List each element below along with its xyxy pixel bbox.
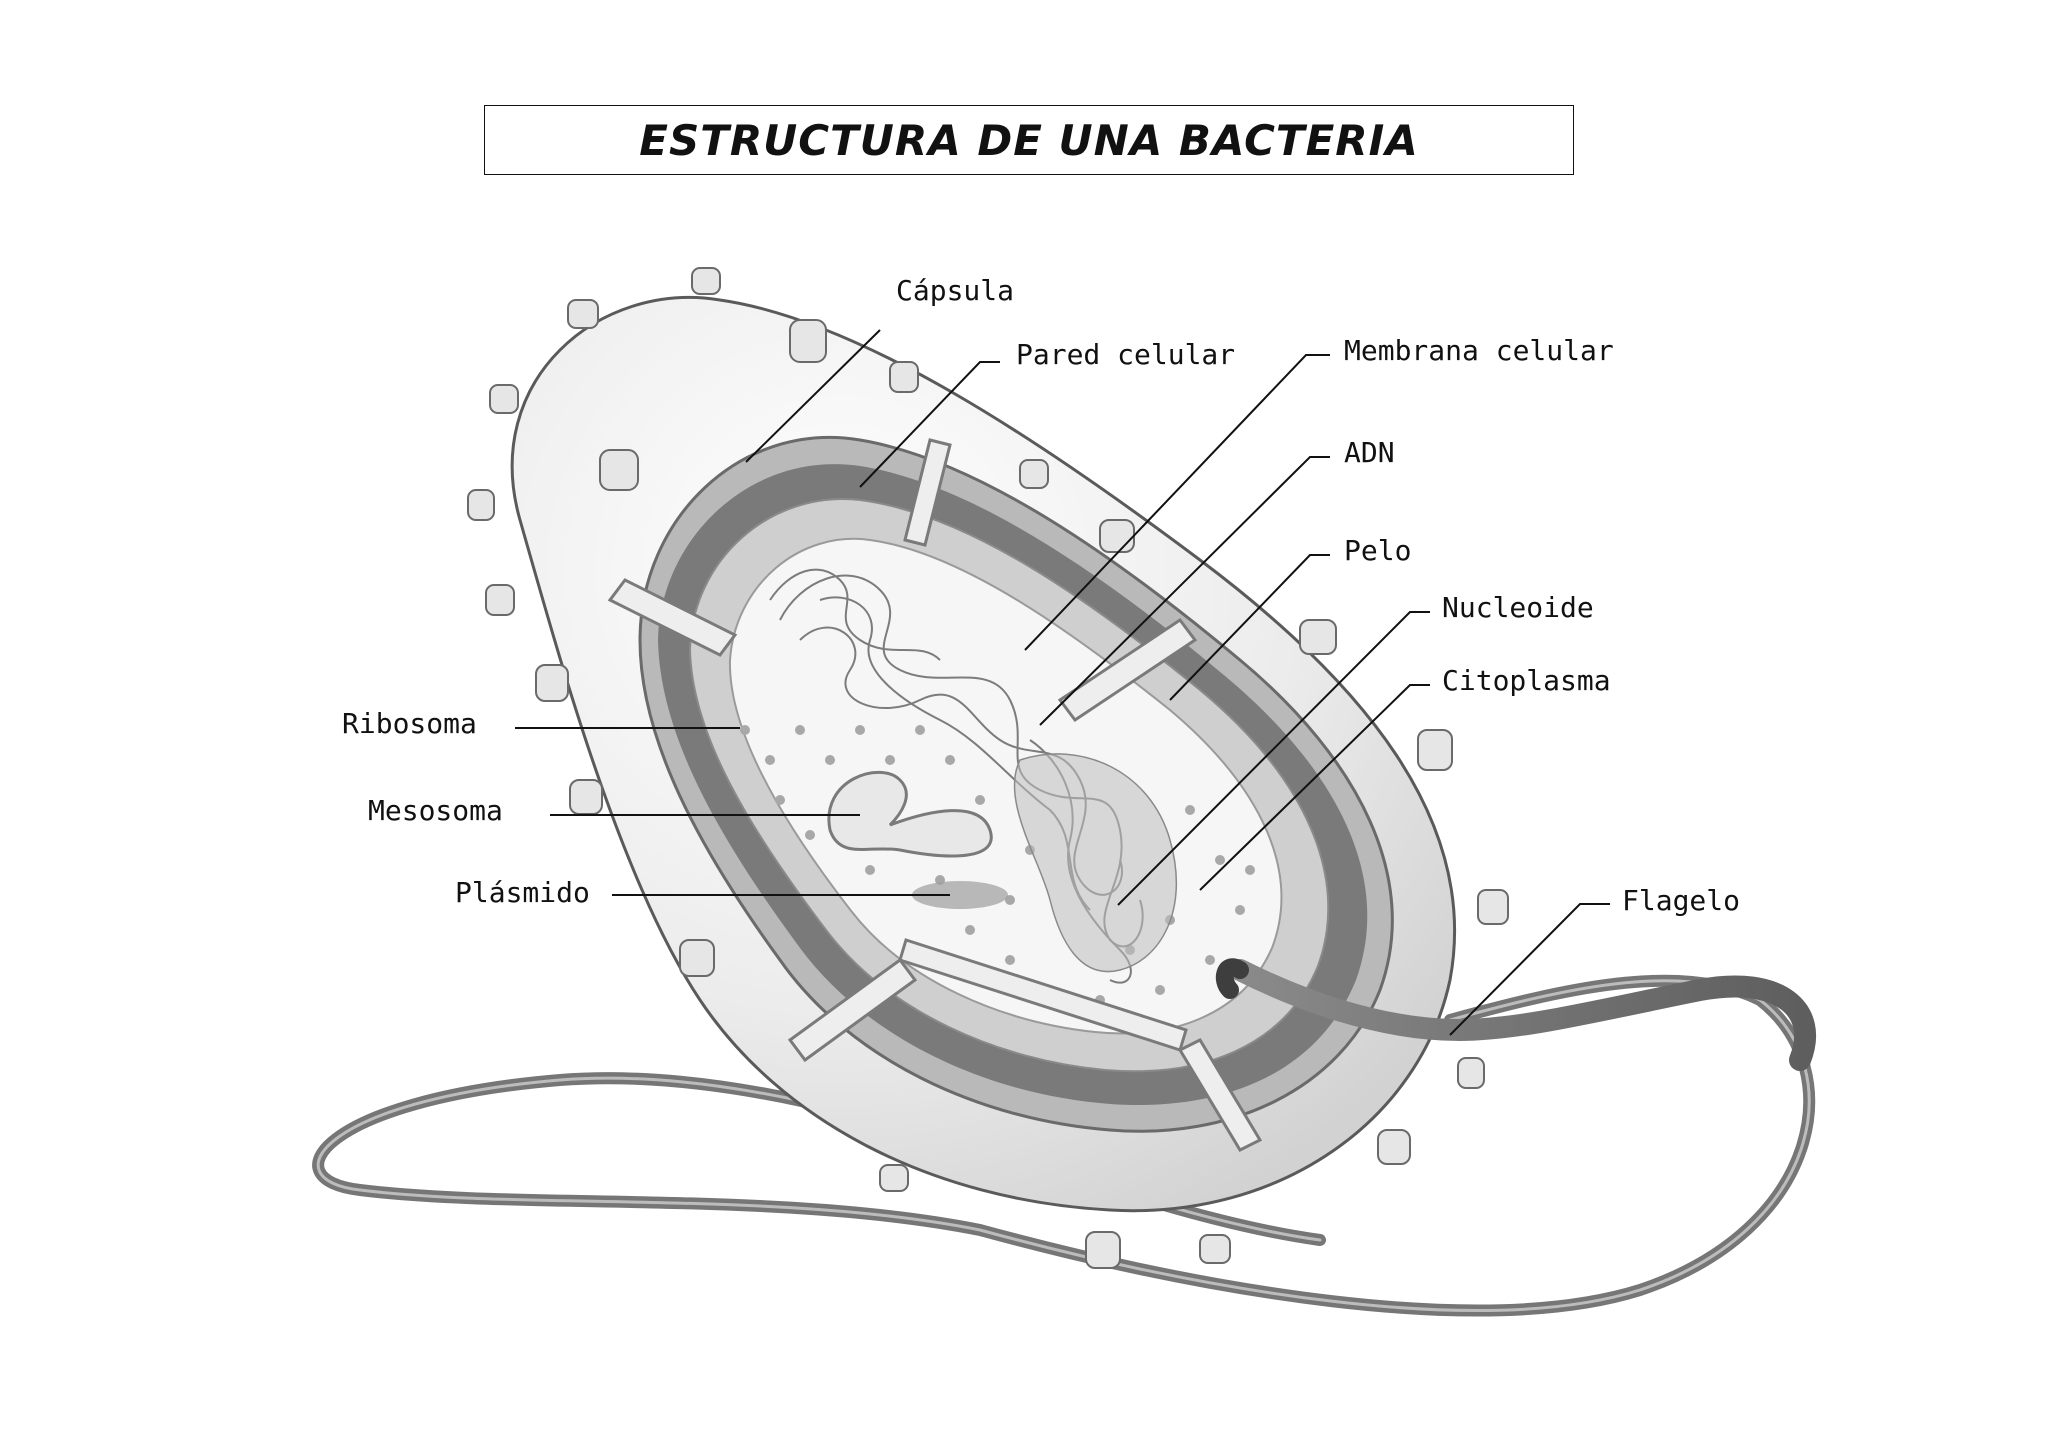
label-adn: ADN	[1344, 436, 1395, 469]
label-ribosoma: Ribosoma	[342, 707, 477, 740]
label-membrana-celular: Membrana celular	[1344, 334, 1614, 367]
label-capsula: Cápsula	[896, 274, 1014, 307]
label-pared-celular: Pared celular	[1016, 338, 1235, 371]
label-pelo: Pelo	[1344, 534, 1411, 567]
label-flagelo: Flagelo	[1622, 884, 1740, 917]
label-plasmido: Plásmido	[455, 876, 590, 909]
label-citoplasma: Citoplasma	[1442, 664, 1611, 697]
label-mesosoma: Mesosoma	[368, 794, 503, 827]
label-nucleoide: Nucleoide	[1442, 591, 1594, 624]
flagellum-hook	[1225, 967, 1240, 990]
